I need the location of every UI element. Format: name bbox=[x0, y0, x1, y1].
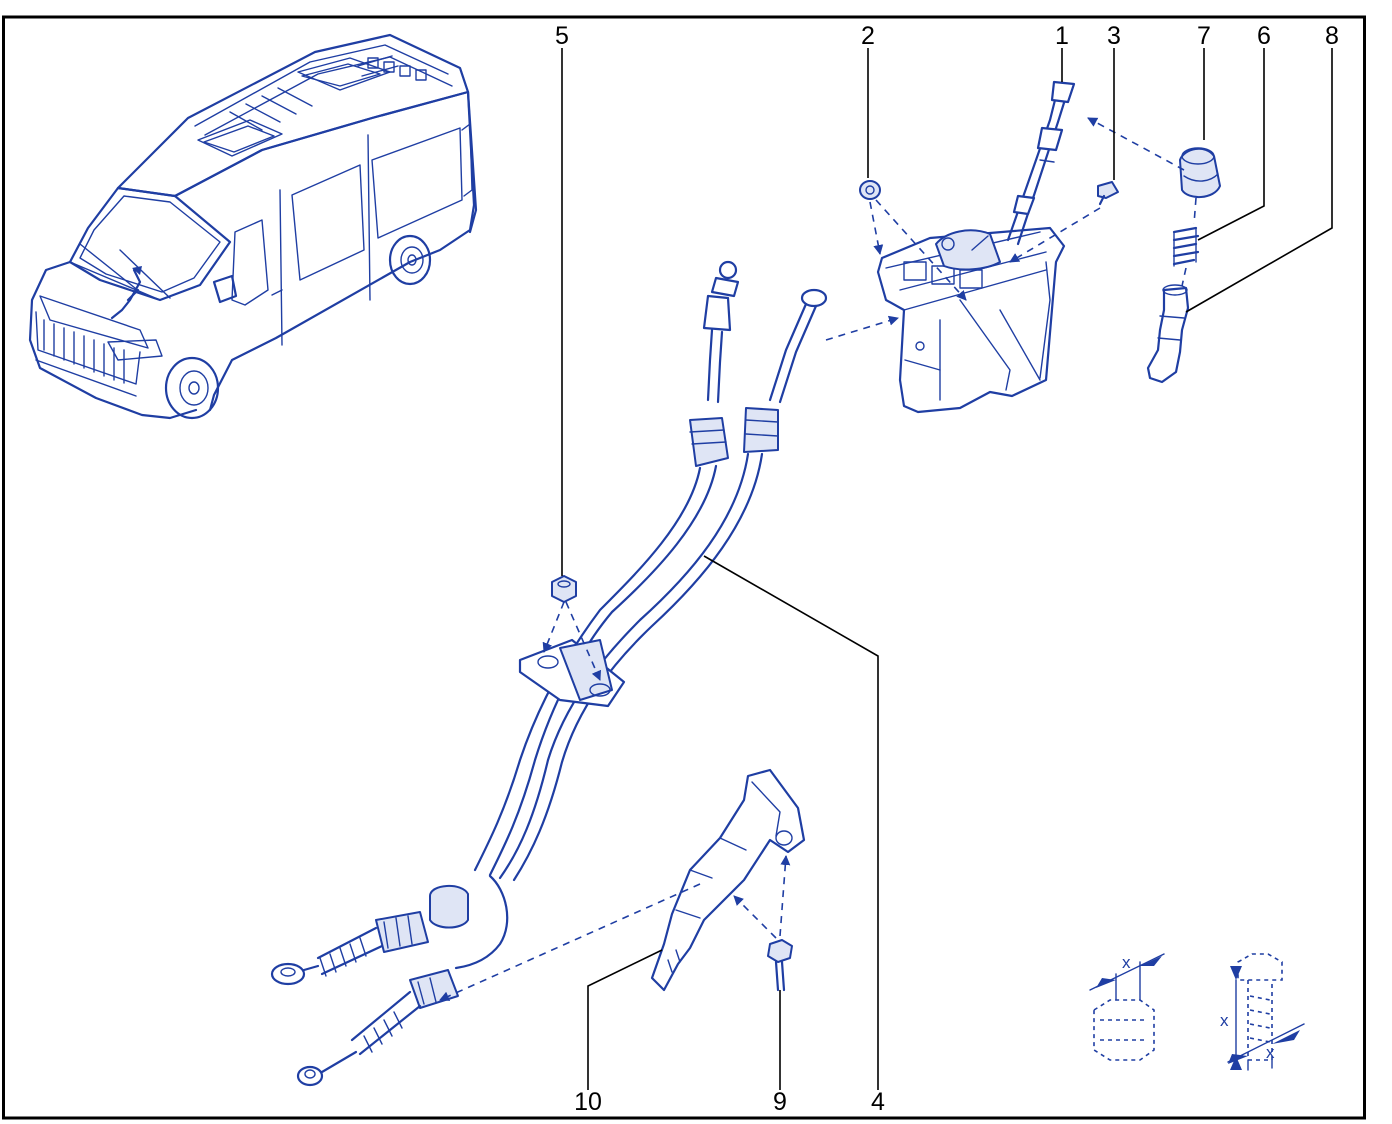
bolt-measure-x-length: x bbox=[1220, 1011, 1229, 1030]
callout-6: 6 bbox=[1257, 22, 1271, 50]
callout-10: 10 bbox=[574, 1088, 602, 1116]
diagram-frame bbox=[2, 15, 1366, 1120]
gear-knob-part-7 bbox=[1179, 147, 1221, 198]
leader-lines bbox=[561, 48, 1333, 1090]
nut-measure-x: x bbox=[1122, 953, 1131, 972]
van-illustration bbox=[28, 33, 478, 420]
callout-2: 2 bbox=[861, 22, 875, 50]
cable-bracket-part-10 bbox=[650, 768, 806, 992]
callout-4: 4 bbox=[871, 1088, 885, 1116]
spring-part-6 bbox=[1172, 226, 1200, 267]
bush-part-8 bbox=[1146, 284, 1190, 384]
assembly-arrows bbox=[439, 117, 1197, 1001]
nut-part-5 bbox=[551, 575, 577, 603]
washer-part-2 bbox=[859, 180, 881, 200]
bolt-part-9 bbox=[767, 939, 793, 992]
callout-7: 7 bbox=[1197, 22, 1211, 50]
callout-9: 9 bbox=[773, 1088, 787, 1116]
callout-5: 5 bbox=[555, 22, 569, 50]
callout-1: 1 bbox=[1055, 22, 1069, 50]
nut-measure-legend: x bbox=[1089, 953, 1165, 1061]
callout-3: 3 bbox=[1107, 22, 1121, 50]
shifter-housing bbox=[876, 80, 1076, 414]
gear-cables-part-4 bbox=[270, 260, 828, 1087]
bolt-measure-x-diameter: x bbox=[1266, 1043, 1275, 1062]
bolt-measure-legend: x x bbox=[1220, 953, 1305, 1071]
bolt-part-3 bbox=[1097, 181, 1119, 206]
callout-labels: 5 2 1 3 7 6 8 10 9 4 bbox=[555, 22, 1339, 1116]
callout-8: 8 bbox=[1325, 22, 1339, 50]
